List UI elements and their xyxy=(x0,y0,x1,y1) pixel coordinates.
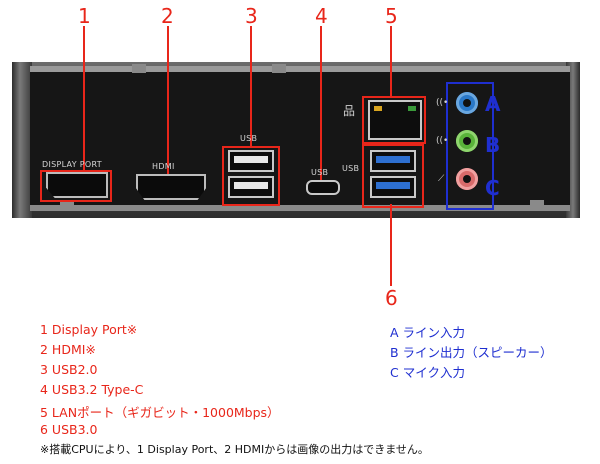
label-usb3: USB xyxy=(342,164,360,173)
legend-item-mic: C マイク入力 xyxy=(390,365,465,380)
leader-line-3 xyxy=(250,26,252,148)
usb3-port-bottom xyxy=(370,176,416,198)
callout-1: 1 xyxy=(78,4,91,28)
backplate-lip-top xyxy=(30,66,570,72)
label-hdmi: HDMI xyxy=(152,162,175,171)
mic-jack xyxy=(456,168,478,190)
highlight-audio xyxy=(446,82,494,210)
backplate-tab xyxy=(530,200,544,210)
legend-item-display-port: 1 Display Port※ xyxy=(40,322,138,337)
legend-item-usb-c: 4 USB3.2 Type-C xyxy=(40,382,144,397)
line-out-jack xyxy=(456,130,478,152)
audio-letter-a: A xyxy=(485,92,501,116)
highlight-usb3 xyxy=(362,144,424,208)
network-icon: 品 xyxy=(343,104,356,118)
legend-item-usb2: 3 USB2.0 xyxy=(40,362,98,377)
usb-type-c-port xyxy=(306,180,340,195)
callout-5: 5 xyxy=(385,4,398,28)
legend-item-lan: 5 LANポート（ギガビット・1000Mbps） xyxy=(40,405,280,420)
backplate-lip-bottom xyxy=(30,205,570,211)
footnote: ※搭載CPUにより、1 Display Port、2 HDMIからは画像の出力は… xyxy=(40,443,429,456)
leader-line-1 xyxy=(83,26,85,176)
legend-item-hdmi: 2 HDMI※ xyxy=(40,342,96,357)
leader-line-5 xyxy=(390,26,392,96)
line-in-icon: ((• xyxy=(436,98,449,108)
leader-line-6 xyxy=(390,204,392,286)
highlight-usb2 xyxy=(222,146,280,206)
mic-icon: ⟋ xyxy=(438,174,445,184)
callout-4: 4 xyxy=(315,4,328,28)
callout-2: 2 xyxy=(161,4,174,28)
line-out-icon: ((• xyxy=(436,136,449,146)
label-usb-c: USB xyxy=(311,168,329,177)
highlight-lan xyxy=(362,96,426,144)
usb2-port-bottom xyxy=(228,176,274,198)
label-usb-a: USB xyxy=(240,134,258,143)
backplate-edge-left xyxy=(12,62,32,218)
usb2-port-top xyxy=(228,150,274,172)
io-panel-face xyxy=(30,72,570,208)
callout-3: 3 xyxy=(245,4,258,28)
hdmi-port xyxy=(136,174,206,200)
legend-item-line-out: B ライン出力（スピーカー） xyxy=(390,345,553,360)
leader-line-4 xyxy=(320,26,322,182)
legend-item-line-in: A ライン入力 xyxy=(390,325,466,340)
legend-item-usb3: 6 USB3.0 xyxy=(40,422,98,437)
callout-6: 6 xyxy=(385,286,398,310)
displayport-port xyxy=(46,172,108,198)
leader-line-2 xyxy=(167,26,169,178)
backplate-tab xyxy=(132,64,146,73)
lan-port xyxy=(368,100,422,140)
line-in-jack xyxy=(456,92,478,114)
audio-letter-c: C xyxy=(485,176,500,200)
backplate-tab xyxy=(272,64,286,73)
backplate-tab xyxy=(60,200,74,210)
label-display-port: DISPLAY PORT xyxy=(42,160,102,169)
usb3-port-top xyxy=(370,150,416,172)
audio-letter-b: B xyxy=(485,133,501,157)
highlight-displayport xyxy=(40,170,112,202)
